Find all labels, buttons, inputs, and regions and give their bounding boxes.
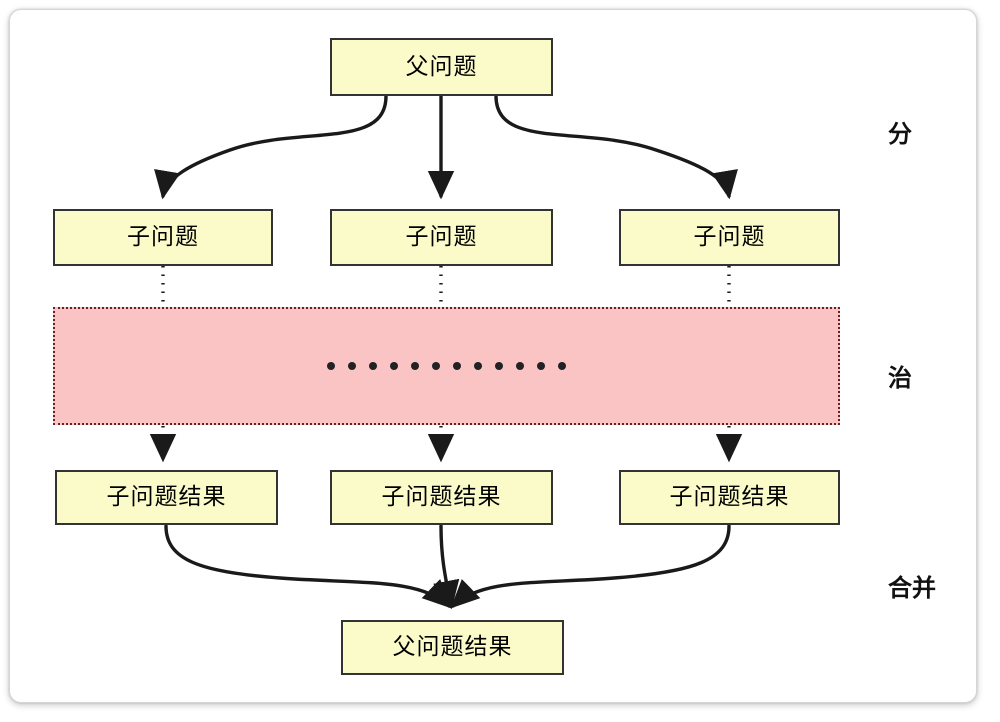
node-parent-result[interactable]: 父问题结果	[341, 620, 564, 675]
edge-result-3-to-parent	[450, 524, 731, 609]
divide-edges	[154, 94, 738, 200]
dot	[348, 362, 356, 370]
dot	[327, 362, 335, 370]
ellipsis-dots	[327, 362, 566, 370]
dot	[369, 362, 377, 370]
dot	[516, 362, 524, 370]
dot	[453, 362, 461, 370]
node-sub-result-2[interactable]: 子问题结果	[330, 470, 553, 525]
stage-label-merge: 合并	[888, 574, 936, 602]
node-sub-problem-3[interactable]: 子问题	[619, 209, 840, 266]
dot	[411, 362, 419, 370]
dot	[474, 362, 482, 370]
edge-parent-to-sub-3	[494, 94, 738, 200]
dot	[558, 362, 566, 370]
dot	[390, 362, 398, 370]
node-sub-result-1[interactable]: 子问题结果	[55, 470, 278, 525]
edge-result-1-to-parent	[164, 524, 452, 609]
dot	[495, 362, 503, 370]
stage-label-divide: 分	[888, 120, 912, 148]
conquer-band	[53, 307, 840, 425]
node-parent-problem[interactable]: 父问题	[330, 38, 553, 96]
merge-edges	[164, 524, 731, 610]
edge-parent-to-sub-1	[154, 94, 388, 200]
node-sub-problem-1[interactable]: 子问题	[53, 209, 273, 266]
conquer-out-edges	[149, 426, 743, 463]
dot	[432, 362, 440, 370]
node-sub-problem-2[interactable]: 子问题	[330, 209, 553, 266]
node-sub-result-3[interactable]: 子问题结果	[619, 470, 840, 525]
conquer-edges	[161, 266, 731, 306]
dot	[537, 362, 545, 370]
edge-result-2-to-parent	[433, 524, 460, 610]
stage-label-conquer: 治	[888, 364, 912, 392]
